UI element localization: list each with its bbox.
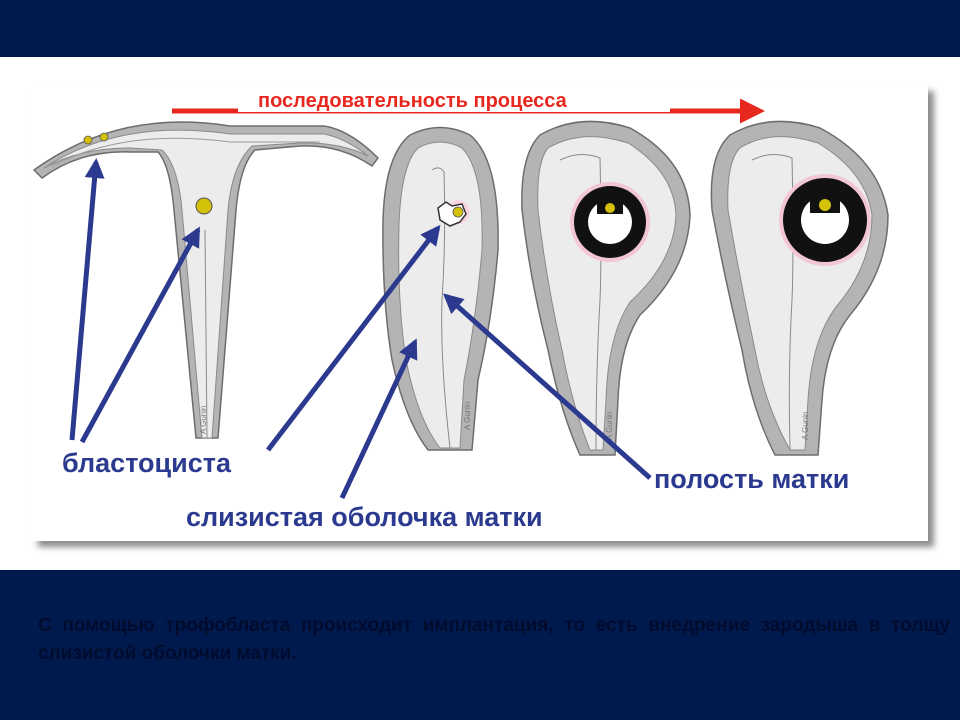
uterus-stage-2: A Gunin bbox=[382, 126, 499, 451]
top-band bbox=[0, 0, 960, 57]
signature: A Gunin bbox=[801, 412, 810, 440]
caption-text: С помощью трофобласта происходит имплант… bbox=[38, 615, 950, 664]
pointer-arrows bbox=[69, 158, 652, 500]
signature: A Gunin bbox=[463, 402, 472, 430]
label-uterine-mucosa: слизистая оболочка матки bbox=[186, 502, 543, 532]
signature: A Gunin bbox=[199, 406, 208, 434]
process-label: последовательность процесса bbox=[258, 90, 568, 112]
uterus-stage-3: A Gunin bbox=[521, 120, 691, 456]
label-uterine-cavity: полость матки bbox=[654, 464, 849, 494]
uterus-stage-1: A Gunin bbox=[32, 121, 379, 439]
implantation-diagram: последовательность процесса A Gunin A Gu… bbox=[32, 86, 889, 532]
signature: A Gunin bbox=[605, 412, 614, 440]
label-blastocyst: бластоциста bbox=[62, 448, 232, 478]
process-arrow: последовательность процесса bbox=[172, 86, 765, 124]
uterus-stage-4: A Gunin bbox=[710, 120, 889, 456]
blastocyst-mark bbox=[195, 197, 213, 215]
implanted-embryo bbox=[779, 174, 871, 266]
implanted-embryo bbox=[570, 182, 650, 262]
